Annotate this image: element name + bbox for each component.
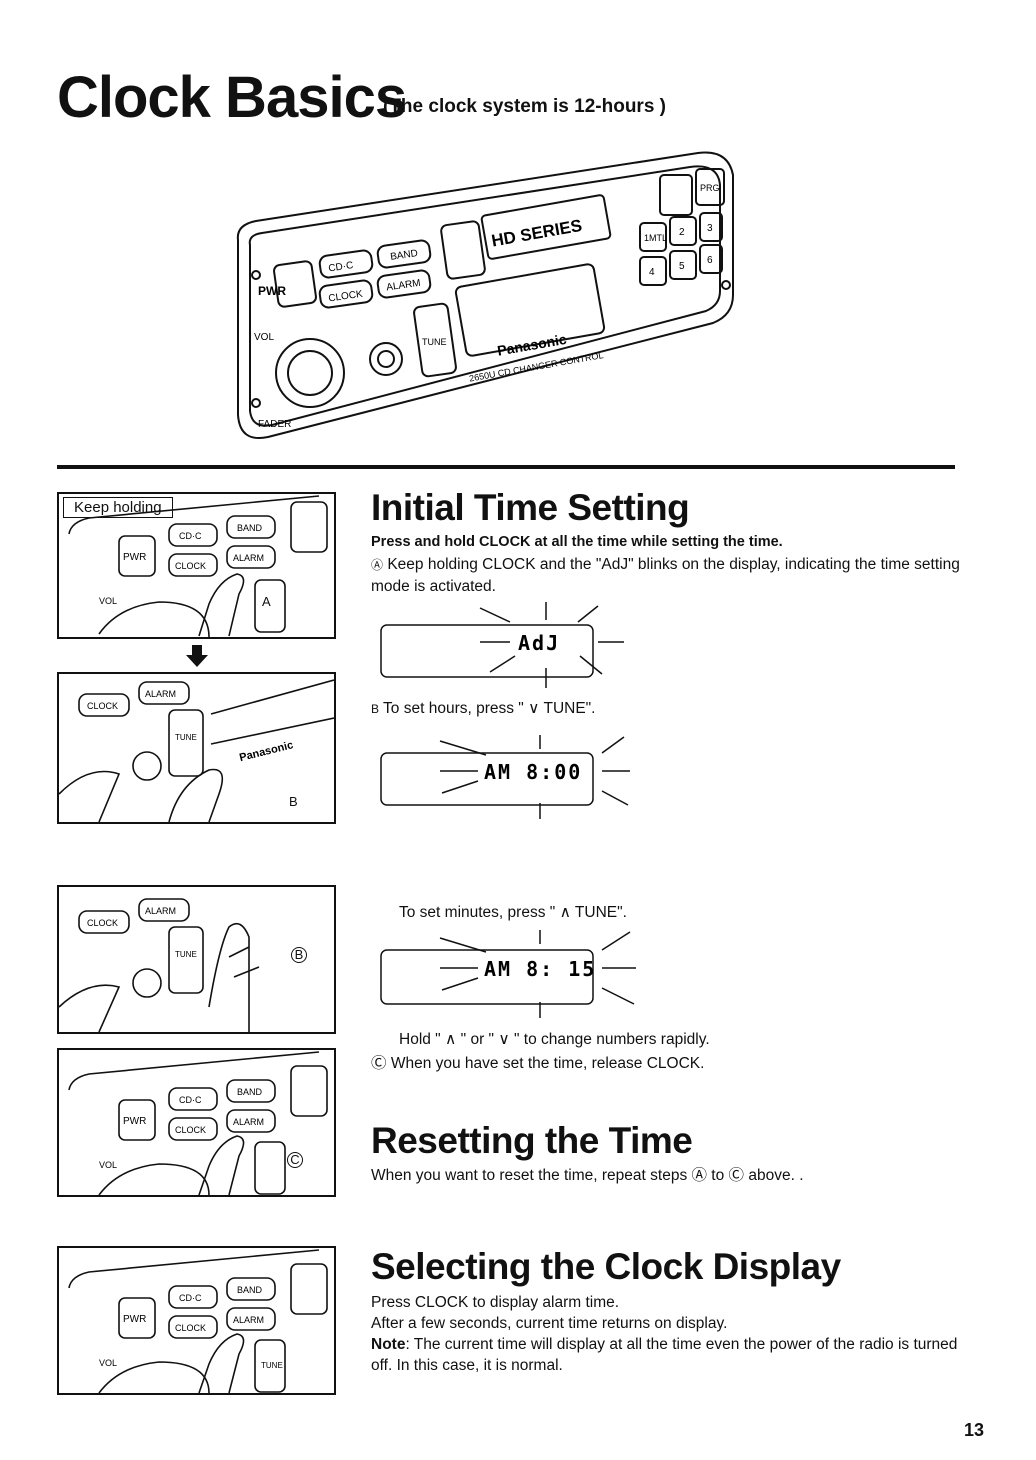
lcd-display-minutes: AM 8: 15	[380, 930, 636, 1018]
step-b-text: To set hours, press " ∨ TUNE".	[383, 700, 596, 717]
step-c-paragraph: Ⓒ When you have set the time, release CL…	[371, 1053, 704, 1074]
minutes-instruction: To set minutes, press " ∧ TUNE".	[399, 904, 627, 921]
select-note: Note: The current time will display at a…	[371, 1334, 971, 1376]
svg-text:CLOCK: CLOCK	[87, 701, 118, 711]
svg-text:TUNE: TUNE	[175, 950, 197, 959]
radio-brand-label: Panasonic	[496, 331, 568, 359]
figure-tune-down: CLOCK ALARM TUNE Panasonic B	[57, 672, 336, 824]
step-a-text: Keep holding CLOCK and the "AdJ" blinks …	[371, 556, 960, 595]
step-b-marker-2: B	[291, 947, 307, 963]
figure-tune-up: CLOCK ALARM TUNE B	[57, 885, 336, 1034]
svg-text:VOL: VOL	[99, 1160, 117, 1170]
radio-alarm-label: ALARM	[386, 278, 422, 294]
svg-text:CLOCK: CLOCK	[175, 1323, 206, 1333]
svg-text:ALARM: ALARM	[233, 1117, 264, 1127]
svg-text:5: 5	[679, 261, 685, 272]
lcd-minutes-text: AM 8: 15	[484, 957, 596, 981]
svg-text:4: 4	[649, 267, 655, 278]
initial-bold-instruction: Press and hold CLOCK at all the time whi…	[371, 534, 783, 550]
page-title: Clock Basics	[57, 65, 407, 130]
step-b-marker: B	[289, 794, 298, 809]
down-arrow-icon	[186, 645, 208, 667]
radio-faceplate-illustration: PWR CD·C BAND CLOCK ALARM HD SERIES Pana…	[236, 151, 734, 439]
step-c-label: Ⓒ	[371, 1055, 387, 1072]
figure-keep-holding: Keep holding PWR CD·C BAND CLOCK ALARM V…	[57, 492, 336, 639]
hold-instruction: Hold " ∧ " or " ∨ " to change numbers ra…	[399, 1031, 710, 1048]
svg-text:Panasonic: Panasonic	[238, 739, 294, 764]
note-text: : The current time will display at all t…	[371, 1336, 958, 1374]
radio-band-label: BAND	[390, 248, 419, 263]
svg-text:ALARM: ALARM	[233, 1315, 264, 1325]
radio-pwr-label: PWR	[258, 284, 286, 298]
initial-time-heading: Initial Time Setting	[371, 487, 690, 528]
radio-tune-label: TUNE	[422, 337, 447, 347]
svg-text:CLOCK: CLOCK	[175, 561, 206, 571]
lcd-adj-text: AdJ	[518, 631, 560, 655]
svg-text:VOL: VOL	[99, 596, 117, 606]
lcd-display-adj: AdJ	[380, 602, 624, 688]
lcd-display-hours: AM 8:00	[380, 735, 630, 819]
svg-text:ALARM: ALARM	[145, 906, 176, 916]
section-divider	[57, 465, 955, 469]
radio-mtl-label: 1MTL	[644, 233, 667, 243]
svg-text:3: 3	[707, 223, 713, 234]
step-c-marker: C	[287, 1152, 303, 1168]
radio-vol-label: VOL	[254, 332, 274, 343]
svg-text:ALARM: ALARM	[233, 553, 264, 563]
svg-text:BAND: BAND	[237, 523, 263, 533]
svg-text:CD·C: CD·C	[179, 1293, 202, 1303]
lcd-hours-text: AM 8:00	[484, 760, 582, 784]
svg-text:TUNE: TUNE	[175, 733, 197, 742]
page-subtitle: (The clock system is 12-hours )	[383, 96, 666, 117]
step-b-label: B	[371, 702, 380, 716]
select-line-1: Press CLOCK to display alarm time.	[371, 1294, 620, 1311]
svg-text:CD·C: CD·C	[179, 1095, 202, 1105]
reset-heading: Resetting the Time	[371, 1120, 693, 1161]
select-body: Press CLOCK to display alarm time. After…	[371, 1292, 971, 1376]
figure-release-clock: PWR CD·C BAND CLOCK ALARM VOL C	[57, 1048, 336, 1197]
radio-prg-label: PRG	[700, 183, 720, 193]
step-a-marker: A	[262, 594, 271, 609]
note-label: Note	[371, 1336, 406, 1353]
step-a-label: Ⓐ	[371, 558, 384, 572]
svg-text:PWR: PWR	[123, 552, 146, 563]
svg-text:ALARM: ALARM	[145, 689, 176, 699]
page-number: 13	[963, 1420, 984, 1440]
radio-cdc-label: CD·C	[328, 260, 354, 274]
svg-text:CLOCK: CLOCK	[175, 1125, 206, 1135]
select-heading: Selecting the Clock Display	[371, 1246, 841, 1287]
radio-clock-label: CLOCK	[328, 289, 364, 305]
step-b-paragraph: B To set hours, press " ∨ TUNE".	[371, 698, 595, 720]
svg-text:2: 2	[679, 227, 685, 238]
figure-press-clock: PWR CD·C BAND CLOCK ALARM VOL TUNE	[57, 1246, 336, 1395]
svg-text:VOL: VOL	[99, 1358, 117, 1368]
svg-text:CLOCK: CLOCK	[87, 918, 118, 928]
select-line-2: After a few seconds, current time return…	[371, 1315, 728, 1332]
svg-text:PWR: PWR	[123, 1314, 146, 1325]
svg-text:BAND: BAND	[237, 1087, 263, 1097]
svg-text:BAND: BAND	[237, 1285, 263, 1295]
svg-text:6: 6	[707, 255, 713, 266]
svg-text:PWR: PWR	[123, 1116, 146, 1127]
radio-fader-label: FADER	[258, 419, 291, 430]
step-a-paragraph: Ⓐ Keep holding CLOCK and the "AdJ" blink…	[371, 554, 961, 597]
reset-text: When you want to reset the time, repeat …	[371, 1167, 804, 1184]
svg-text:CD·C: CD·C	[179, 531, 202, 541]
step-c-text: When you have set the time, release CLOC…	[390, 1055, 705, 1072]
svg-text:TUNE: TUNE	[261, 1361, 283, 1370]
